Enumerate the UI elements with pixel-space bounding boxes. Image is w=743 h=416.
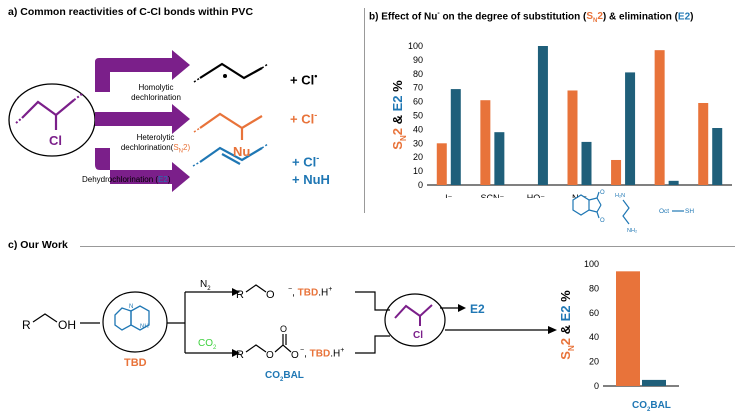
bar <box>436 143 447 185</box>
svg-text:O: O <box>600 190 605 196</box>
y-tick-label: 40 <box>413 124 423 134</box>
heterolytic-label: Heterolytic dechlorination(SN2) <box>120 133 191 155</box>
co2-label: CO2 <box>198 338 217 351</box>
e2-product <box>199 146 263 163</box>
product2-cl-anion: + Cl- <box>290 110 318 127</box>
bar <box>581 141 592 185</box>
svg-text:O: O <box>266 350 274 361</box>
y-tick-label: 90 <box>413 55 423 65</box>
x-tick-label: SCN⁻ <box>480 193 504 198</box>
svg-text:O: O <box>291 350 299 361</box>
y-tick-label: 10 <box>413 166 423 176</box>
diamine-structure-icon <box>622 199 630 225</box>
y-tick-label: 60 <box>413 97 423 107</box>
dehydro-arrow <box>95 148 190 192</box>
tbd-label: TBD <box>124 357 147 369</box>
y-tick-label: 60 <box>589 308 599 318</box>
svg-text:N: N <box>129 304 133 310</box>
panel-a-title: a) Common reactivities of C-Cl bonds wit… <box>8 6 254 18</box>
radical-product <box>199 62 263 80</box>
bar <box>450 89 461 185</box>
bar <box>567 90 578 185</box>
y-tick-label: 100 <box>408 41 423 51</box>
svg-text:O: O <box>266 289 275 301</box>
bar <box>712 128 723 185</box>
bar <box>625 72 636 185</box>
co2bal-label: CO2BAL <box>265 370 304 383</box>
pvc-circle-c <box>384 293 446 347</box>
svg-text:OH: OH <box>58 318 76 332</box>
nucleophile-structures: O O H₂N NH₂ Oct SH <box>572 190 694 234</box>
y-tick-label: 80 <box>589 283 599 293</box>
bar <box>480 100 491 185</box>
svg-text:Cl: Cl <box>413 330 423 341</box>
svg-text:O: O <box>600 218 605 224</box>
bar <box>668 180 679 185</box>
bar <box>537 46 548 185</box>
n2-label: N2 <box>200 279 211 292</box>
heterolytic-arrow <box>95 104 190 134</box>
product3-nuh: + NuH <box>292 172 330 187</box>
y-tick-label: 100 <box>584 259 599 269</box>
bar <box>494 132 505 185</box>
dehydro-label: Dehydrochlorination (E2) <box>82 175 171 184</box>
y-tick-label: 40 <box>589 332 599 342</box>
bar <box>654 50 665 185</box>
bar <box>698 102 709 185</box>
panel-c-chart: 0 20 40 60 80 100 <box>584 259 679 391</box>
upper-tbd-salt: −, TBD.H+ <box>288 286 333 299</box>
pvc-fragment-bonds <box>21 99 75 119</box>
y-tick-label: 0 <box>418 180 423 190</box>
y-tick-label: 0 <box>594 381 599 391</box>
y-tick-label: 70 <box>413 83 423 93</box>
x-tick-label: HO⁻ <box>527 193 546 198</box>
oct-label: Oct <box>659 208 669 215</box>
panel-c-ylabel: SN2 & E2 % <box>558 290 576 360</box>
svg-text:R: R <box>22 318 31 332</box>
svg-text:NH: NH <box>140 324 149 330</box>
svg-text:R: R <box>236 349 244 361</box>
tbd-structure-icon <box>114 305 150 331</box>
sn2-product <box>199 112 263 130</box>
y-tick-label: 20 <box>589 357 599 367</box>
x-tick-label: I⁻ <box>445 193 453 198</box>
svg-text:O: O <box>280 324 287 334</box>
bar <box>616 271 640 386</box>
product3-cl-anion: + Cl- <box>292 153 320 170</box>
panel-a-scheme: Cl <box>8 50 269 192</box>
y-tick-label: 30 <box>413 138 423 148</box>
panel-c-xlabel: CO2BAL <box>632 400 671 413</box>
panel-c-title: c) Our Work <box>8 239 68 251</box>
lower-tbd-salt: −, TBD.H+ <box>300 347 345 360</box>
panel-c-scheme: R OH N NH R O R O O O Cl E2 <box>22 284 557 361</box>
bar <box>611 159 622 185</box>
panel-b-title: b) Effect of Nu- on the degree of substi… <box>369 10 694 25</box>
panel-divider-horizontal <box>80 246 735 247</box>
svg-text:R: R <box>236 289 244 301</box>
panel-divider-vertical <box>364 8 365 213</box>
y-tick-label: 50 <box>413 111 423 121</box>
tbd-circle <box>102 291 168 353</box>
svg-text:E2: E2 <box>470 302 485 316</box>
homolytic-arrow <box>95 50 190 92</box>
y-tick-label: 80 <box>413 69 423 79</box>
h2n-label: H₂N <box>615 193 625 199</box>
nu-label: Nu <box>233 144 251 159</box>
sh-label: SH <box>685 208 694 215</box>
product1-cl-radical: + Cl• <box>290 71 318 88</box>
bar <box>642 379 666 386</box>
phthalimide-structure-icon <box>572 191 602 219</box>
cl-atom-label: Cl <box>49 133 62 148</box>
nh2-label: NH₂ <box>627 228 637 234</box>
y-tick-label: 20 <box>413 152 423 162</box>
